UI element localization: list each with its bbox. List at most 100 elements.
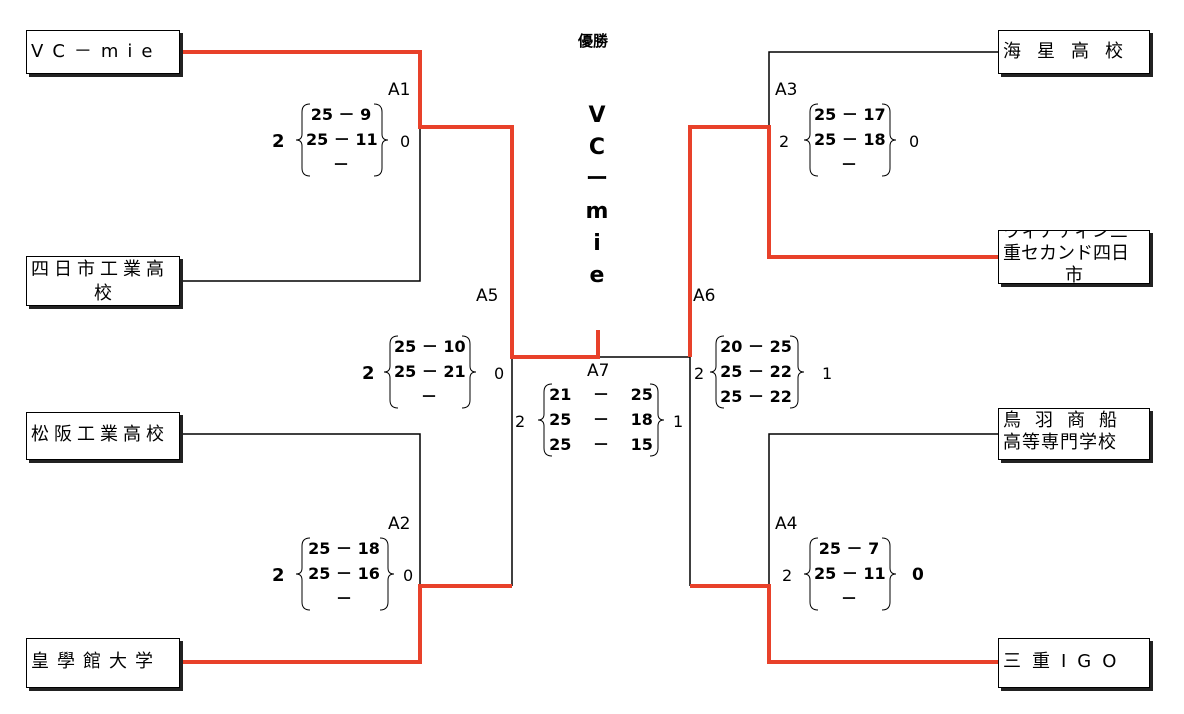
brace-a5-right [461,335,477,409]
win-line-t4 [180,584,512,664]
a5-right-sets: 0 [494,364,505,383]
a4-right-sets: 0 [912,565,924,585]
match-label-a4: A4 [775,514,798,534]
set-score: 25 － 9 [310,105,372,124]
team-box-t2: 四日市工業高 校 [26,256,180,306]
brace-a6-left [709,335,725,409]
brace-a3-right [881,103,897,177]
set-score: － [332,155,349,174]
set-score: 25 － 22 [720,387,792,406]
a2-right-sets: 0 [403,566,414,585]
set-score: 25 － 18 [308,539,380,558]
brace-a1-left [295,103,311,177]
set-score: 25 － 17 [814,105,886,124]
a4-left-sets: 2 [782,566,793,585]
line-t2 [182,127,421,282]
team-name-line1: 四日市工業高 [31,259,169,280]
set-score: 25 － 18 [814,130,886,149]
win-line-t1 [180,50,600,359]
a1-set-scores: 25 － 9 25 － 11 － [306,102,378,177]
team-name-line2: 重セカンド四日 [1003,243,1129,264]
loser-lines [182,51,1000,586]
set-score: 25 － 22 [720,362,792,381]
match-label-a2: A2 [388,514,411,534]
brace-a4-right [881,537,897,611]
team-name-line2: 高等専門学校 [1003,432,1117,453]
a2-left-sets: 2 [272,565,285,586]
a5-left-sets: 2 [362,363,375,384]
a1-right-sets: 0 [400,132,411,151]
score-braces [295,103,897,611]
team-box-t5: 海星高校 [998,30,1150,74]
win-line-t6 [688,125,1000,357]
team-name-line1: 鳥羽商船 [1003,410,1131,431]
brace-a5-left [383,335,399,409]
a6-left-sets: 2 [694,364,705,383]
match-label-a3: A3 [775,80,798,100]
set-score: － [420,387,437,406]
match-label-a7: A7 [587,361,610,381]
champion-char: e [589,263,605,288]
team-name-line3: 市 [1065,265,1083,284]
team-box-t8: 三重IGO [998,638,1150,688]
a3-left-sets: 2 [779,132,790,151]
set-score: 25 － 7 [818,539,880,558]
set-score: 25 － 10 [394,337,466,356]
a3-set-scores: 25 － 17 25 － 18 － [814,102,886,177]
brace-a7-right [649,383,665,457]
champion-char: ー [585,167,608,192]
set-score: 25 － 16 [308,564,380,583]
set-score: 25 － 11 [814,564,886,583]
set-score: 20 － 25 [720,337,792,356]
team-box-t6: ヴィアティン三 重セカンド四日 市 [998,230,1150,284]
champion-name-vertical: V C ー m i e [585,100,609,292]
line-t3 [182,433,421,586]
a5-set-scores: 25 － 10 25 － 21 － [394,334,466,409]
match-label-a1: A1 [388,80,411,100]
brace-a3-left [803,103,819,177]
a2-set-scores: 25 － 18 25 － 16 － [306,536,382,611]
set-score: 21 － 25 [549,385,653,404]
champion-char: i [593,231,601,256]
match-label-a6: A6 [693,286,716,306]
brace-a4-left [803,537,819,611]
team-name-line1: ヴィアティン三 [1003,230,1128,242]
line-t5 [768,51,1000,127]
set-score: 25 － 21 [394,362,466,381]
champion-title: 優勝 [578,32,609,50]
a1-left-sets: 2 [272,131,285,152]
team-name-line2: 校 [94,283,112,304]
team-box-t4: 皇學館大学 [26,638,180,688]
a6-right-sets: 1 [822,364,833,383]
set-score: 25 － 18 [549,410,653,429]
a4-set-scores: 25 － 7 25 － 11 － [814,536,886,611]
set-score: 25 － 11 [306,130,378,149]
team-name: 松阪工業高校 [31,424,169,445]
match-label-a5: A5 [476,286,499,306]
team-box-t1: VC－mie [26,30,180,74]
a3-right-sets: 0 [909,132,920,151]
team-name: 皇學館大学 [31,651,161,672]
team-name: 三重IGO [1003,651,1128,672]
brace-a1-right [373,103,389,177]
brace-a7-left [537,383,553,457]
champion-char: C [588,135,606,160]
set-score: － [840,155,857,174]
a7-right-sets: 1 [673,412,684,431]
champion-char: m [585,199,609,224]
team-name: 海星高校 [1003,41,1139,62]
win-line-t8 [690,584,1000,664]
brace-a2-right [379,537,395,611]
a6-set-scores: 20 － 25 25 － 22 25 － 22 [720,334,792,409]
brace-a6-right [789,335,805,409]
set-score: － [840,589,857,608]
winner-lines [180,50,1000,664]
brace-a2-left [295,537,311,611]
set-score: － [335,589,352,608]
champion-char: V [588,103,606,128]
a7-set-scores: 21 － 25 25 － 18 25 － 15 [548,382,654,457]
team-name: VC－mie [31,41,162,62]
set-score: 25 － 15 [549,435,653,454]
team-box-t3: 松阪工業高校 [26,412,180,460]
